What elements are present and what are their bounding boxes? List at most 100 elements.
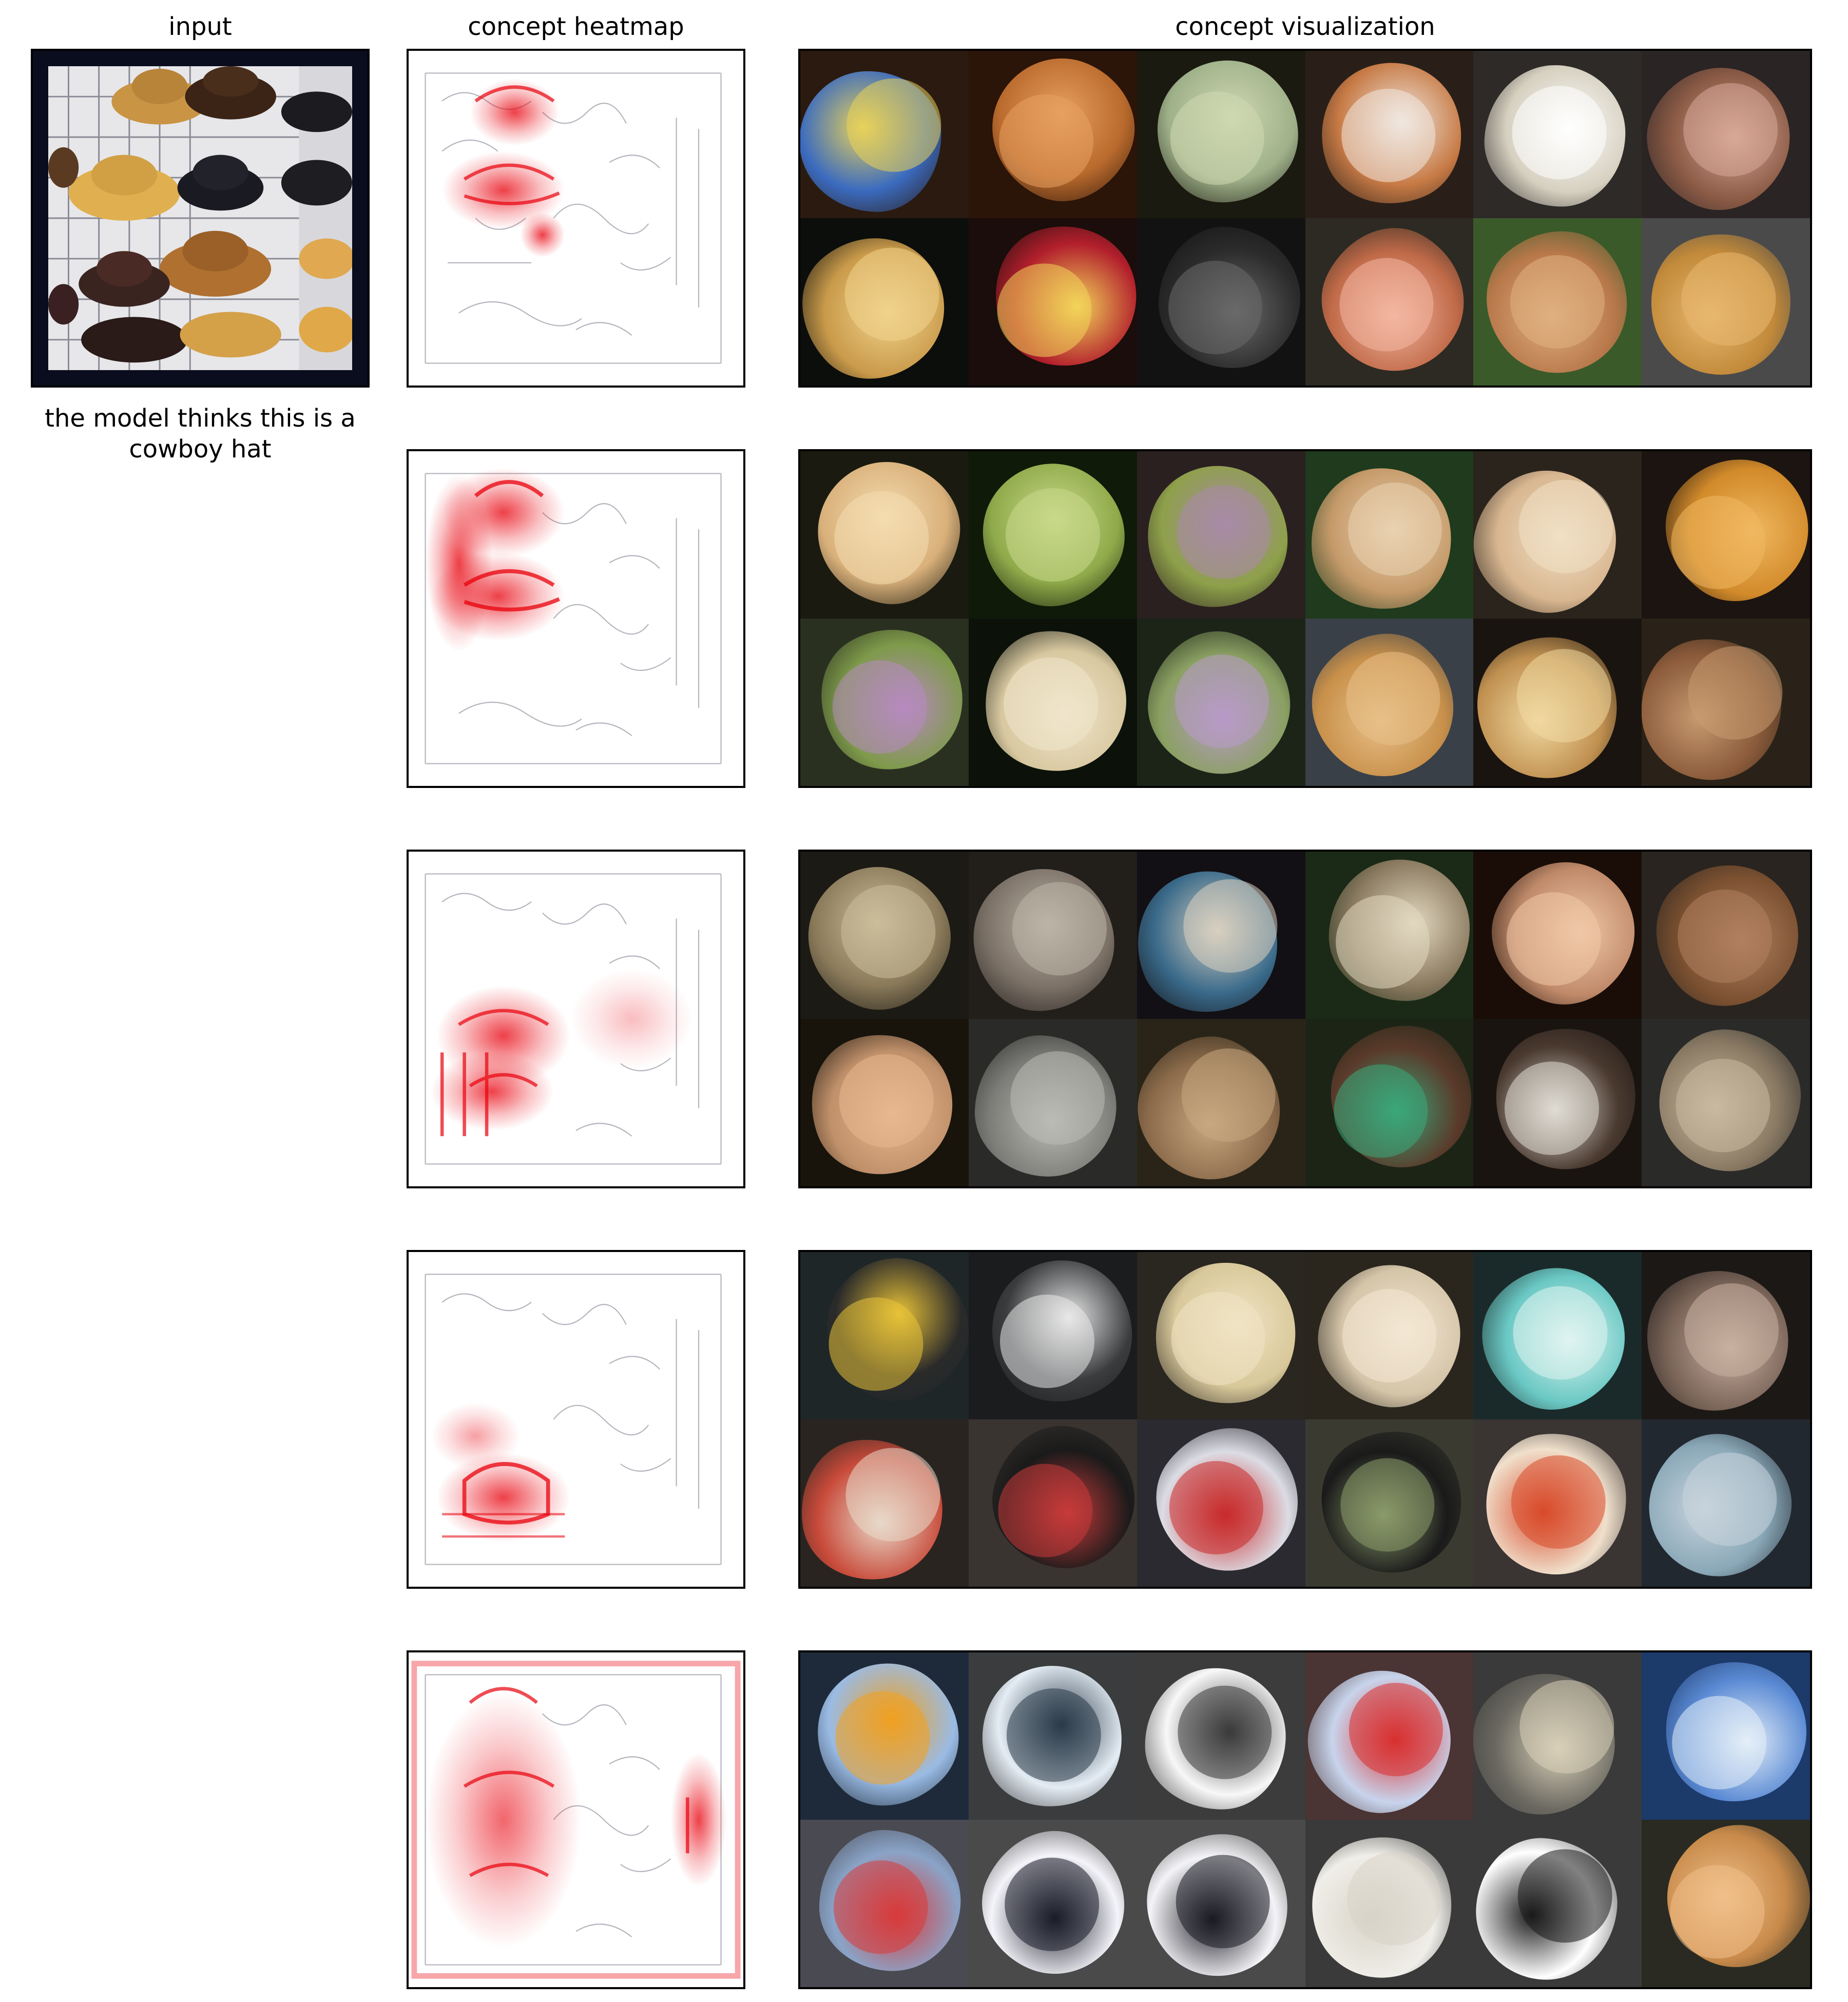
tile-highlight xyxy=(1512,86,1607,180)
tile-highlight xyxy=(1511,1455,1606,1549)
tile-highlight xyxy=(1688,646,1783,740)
concept-tile xyxy=(1137,619,1305,786)
concept-tile xyxy=(1642,619,1810,786)
tile-highlight xyxy=(1681,252,1776,346)
tile-highlight xyxy=(1683,83,1778,177)
tile-highlight xyxy=(1518,1849,1612,1943)
concept-tile xyxy=(968,51,1137,218)
concept-tile xyxy=(800,51,969,218)
concept-tile xyxy=(1137,51,1305,218)
tile-highlight xyxy=(1178,1685,1272,1779)
tile-highlight xyxy=(1672,1696,1767,1790)
concept-tile xyxy=(1642,218,1810,386)
tile-highlight xyxy=(1004,657,1098,751)
concept-tile xyxy=(1473,1019,1642,1186)
tile-highlight xyxy=(1341,88,1436,183)
concept-tile xyxy=(800,451,969,619)
tile-highlight xyxy=(1168,260,1263,355)
concept-tile xyxy=(800,1419,969,1587)
concept-tile xyxy=(1642,1820,1810,1987)
concept-tile xyxy=(968,1652,1137,1820)
concept-grid-4 xyxy=(798,1250,1812,1589)
concept-tile xyxy=(1473,1652,1642,1820)
concept-tile xyxy=(800,1019,969,1186)
tile-highlight xyxy=(1349,1682,1443,1777)
concept-tile xyxy=(1642,1019,1810,1186)
tile-highlight xyxy=(1181,1048,1276,1142)
concept-tile xyxy=(1642,1419,1810,1587)
tile-highlight xyxy=(834,491,929,585)
tile-highlight xyxy=(829,1297,923,1391)
concept-heatmap-3 xyxy=(407,850,745,1188)
concept-tile xyxy=(1305,1820,1474,1987)
concept-tile xyxy=(800,1820,969,1987)
tile-highlight xyxy=(1342,1288,1437,1383)
concept-tile xyxy=(1473,1419,1642,1587)
concept-tile xyxy=(1137,1820,1305,1987)
heatmap-title: concept heatmap xyxy=(468,12,684,41)
tile-highlight xyxy=(1006,1688,1101,1782)
tile-highlight xyxy=(1005,488,1100,582)
concept-tile xyxy=(1642,852,1810,1019)
concept-tile xyxy=(1137,218,1305,386)
concept-grid-3 xyxy=(798,850,1812,1188)
tile-highlight xyxy=(1513,1286,1608,1380)
concept-tile xyxy=(1642,1252,1810,1419)
prediction-caption: the model thinks this is a cowboy hat xyxy=(45,404,356,464)
concept-tile xyxy=(968,218,1137,386)
concept-grid-2 xyxy=(798,449,1812,788)
concept-tile xyxy=(1473,451,1642,619)
tile-highlight xyxy=(999,1294,1094,1389)
tile-highlight xyxy=(998,1464,1092,1557)
concept-tile xyxy=(1305,1252,1474,1419)
tile-highlight xyxy=(1345,651,1440,745)
tile-highlight xyxy=(845,1448,940,1542)
tile-highlight xyxy=(846,78,941,172)
concept-tile xyxy=(1473,1820,1642,1987)
concept-tile xyxy=(1305,619,1474,786)
tile-highlight xyxy=(1177,485,1271,579)
tile-highlight xyxy=(1334,1064,1428,1158)
tile-highlight xyxy=(1510,255,1605,349)
tile-highlight xyxy=(1678,889,1773,984)
tile-highlight xyxy=(839,1054,934,1148)
tile-highlight xyxy=(1170,91,1265,185)
input-photo xyxy=(48,66,352,370)
concept-tile xyxy=(800,619,969,786)
concept-tile xyxy=(1642,1652,1810,1820)
concept-grid-1 xyxy=(798,49,1812,388)
tile-highlight xyxy=(1676,1058,1770,1152)
concept-tile xyxy=(968,1252,1137,1419)
tile-highlight xyxy=(1519,1680,1614,1774)
concept-tile xyxy=(800,852,969,1019)
concept-tile xyxy=(1642,51,1810,218)
tile-highlight xyxy=(1176,1855,1270,1949)
concept-tile xyxy=(1473,619,1642,786)
input-image xyxy=(31,49,370,388)
concept-tile xyxy=(1137,1652,1305,1820)
concept-tile xyxy=(1137,1419,1305,1587)
tile-highlight xyxy=(832,660,927,754)
concept-tile xyxy=(968,451,1137,619)
input-title: input xyxy=(168,12,232,41)
tile-highlight xyxy=(1684,1283,1779,1377)
tile-highlight xyxy=(1670,1865,1765,1959)
visualization-title: concept visualization xyxy=(1175,12,1435,41)
tile-highlight xyxy=(1517,648,1611,743)
concept-tile xyxy=(800,218,969,386)
tile-highlight xyxy=(1010,1051,1105,1145)
tile-highlight xyxy=(1340,1458,1435,1552)
concept-tile xyxy=(800,1652,969,1820)
tile-highlight xyxy=(1348,482,1442,576)
tile-highlight xyxy=(1171,1292,1265,1385)
concept-tile xyxy=(968,1019,1137,1186)
tile-highlight xyxy=(1346,1852,1441,1946)
tile-highlight xyxy=(1169,1460,1264,1555)
tile-highlight xyxy=(1671,495,1766,589)
concept-tile xyxy=(968,1820,1137,1987)
tile-highlight xyxy=(833,1860,928,1954)
concept-tile xyxy=(1305,1652,1474,1820)
tile-highlight xyxy=(1682,1452,1777,1546)
concept-tile xyxy=(968,852,1137,1019)
tile-highlight xyxy=(1335,895,1430,989)
